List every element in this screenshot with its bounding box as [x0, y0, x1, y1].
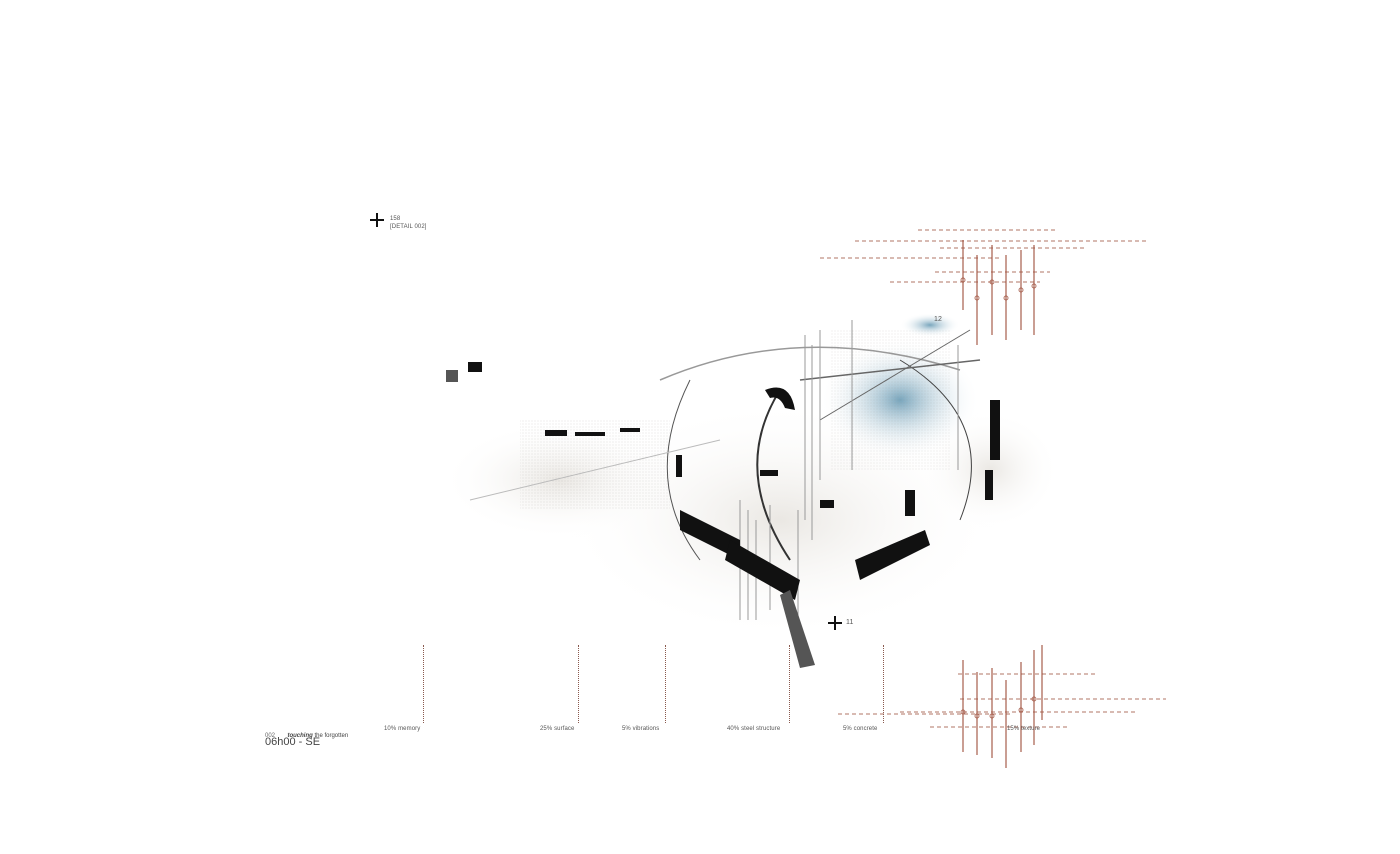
legend-divider [789, 645, 790, 723]
marker-caption: [DETAIL 002] [390, 224, 427, 230]
legend-label: 5% vibrations [622, 726, 660, 732]
title-block: 002 touching the forgotten [265, 724, 348, 742]
legend-divider [423, 645, 424, 723]
legend-label: 25% surface [540, 726, 575, 732]
legend-label: 10% memory [384, 726, 421, 732]
legend-label: 5% concrete [843, 726, 878, 732]
title-rest: the forgotten [312, 733, 349, 739]
crosshair-icon [370, 213, 384, 227]
time-code: 06h00 - SE [265, 736, 321, 748]
marker-number: 12 [934, 316, 942, 323]
title-emphasis: touching [287, 733, 313, 739]
legend-divider [883, 645, 884, 723]
legend-label: 15% texture [1007, 726, 1041, 732]
legend-divider [665, 645, 666, 723]
legend-divider [578, 645, 579, 723]
marker-number: 158 [390, 216, 401, 222]
sheet-index: 002 [265, 733, 276, 739]
crosshair-icon [828, 616, 842, 630]
legend-label: 40% steel structure [727, 726, 781, 732]
sheet-title: touching the forgotten [287, 733, 348, 739]
marker-number: 11 [846, 619, 854, 626]
